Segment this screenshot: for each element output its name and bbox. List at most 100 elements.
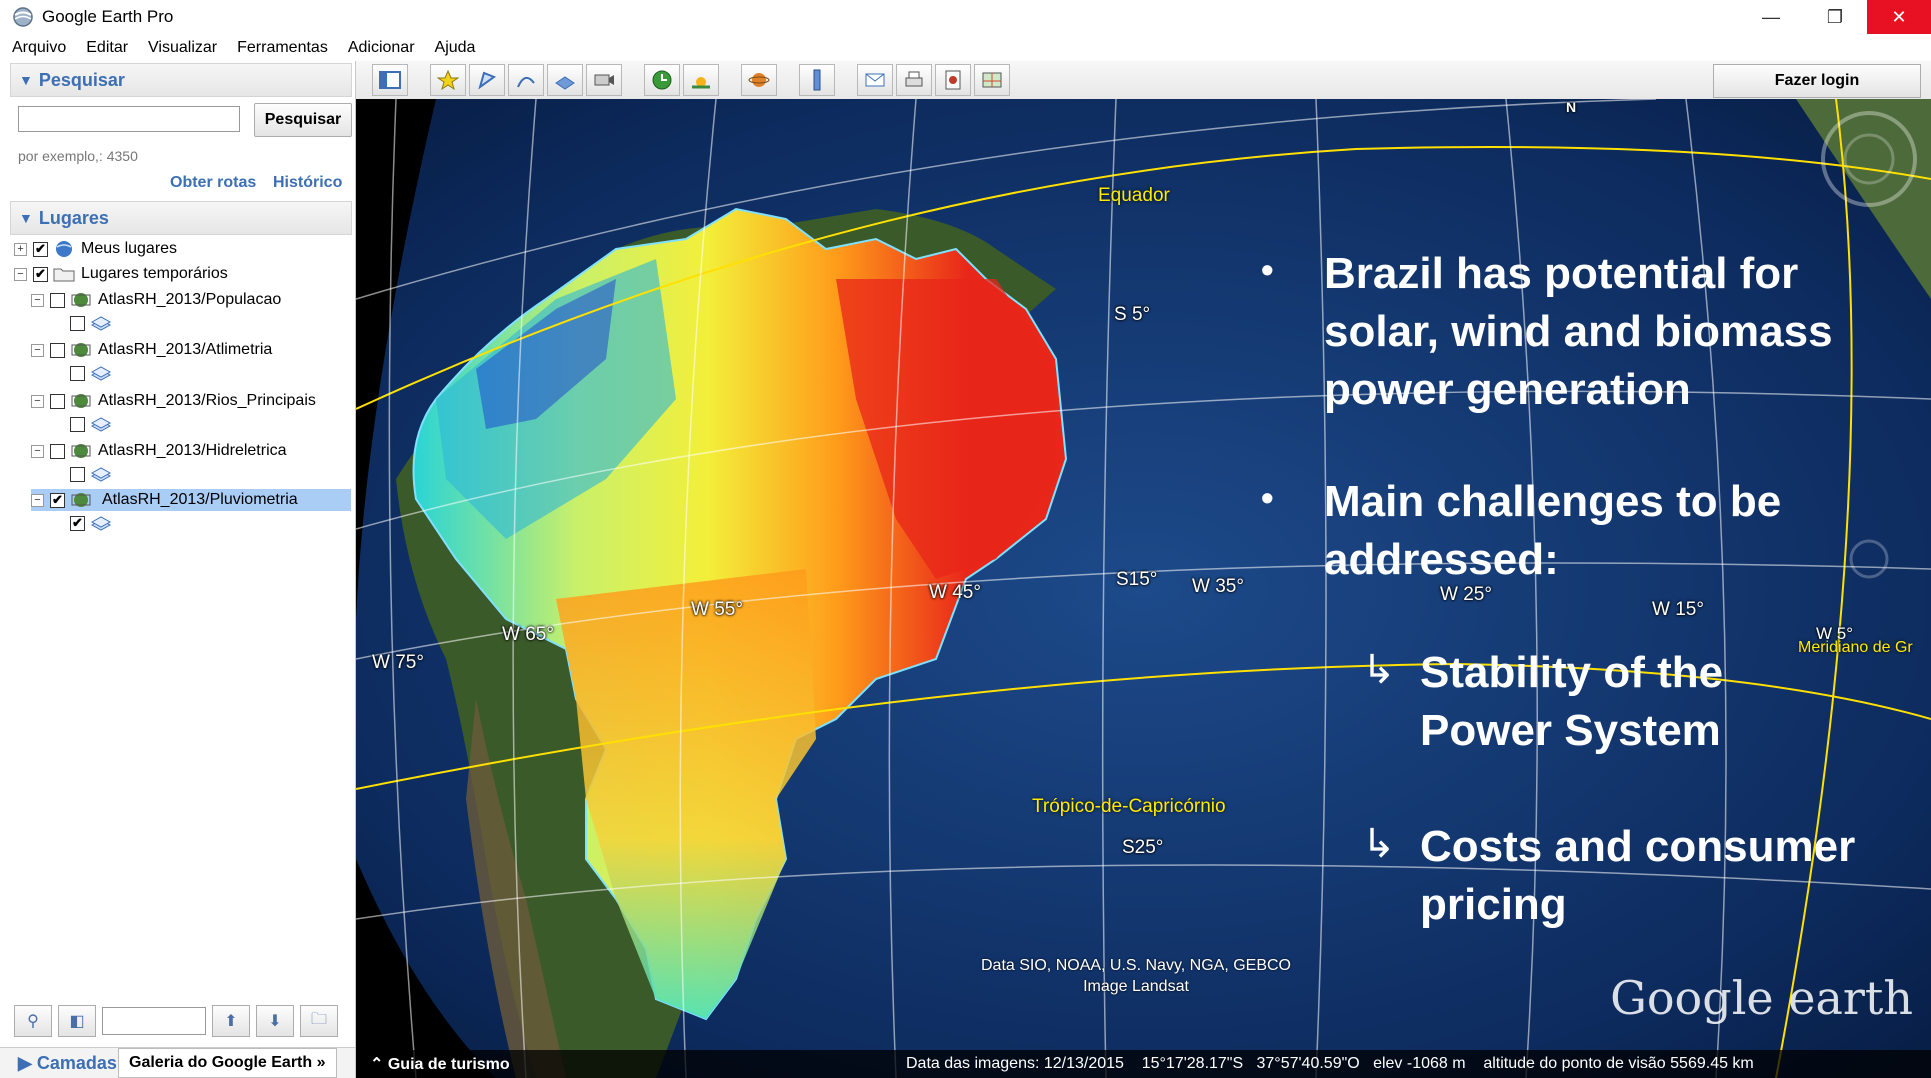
login-button[interactable]: Fazer login	[1713, 64, 1921, 98]
search-button[interactable]: Pesquisar	[254, 103, 352, 137]
tree-item-label: AtlasRH_2013/Hidreletrica	[98, 442, 287, 459]
expand-icon[interactable]: +	[14, 242, 27, 256]
planets-icon[interactable]	[741, 64, 777, 96]
collapse-icon[interactable]: −	[31, 343, 44, 357]
globe-icon	[56, 241, 72, 257]
checkbox[interactable]: ✔	[33, 266, 48, 282]
menu-arquivo[interactable]: Arquivo	[12, 38, 67, 56]
add-path-icon[interactable]	[508, 64, 544, 96]
print-icon[interactable]	[896, 64, 932, 96]
places-panel-header[interactable]: ▼ Lugares	[10, 201, 352, 235]
view-in-maps-icon[interactable]	[974, 64, 1010, 96]
collapse-icon[interactable]: −	[14, 267, 27, 281]
sunlight-icon[interactable]	[683, 64, 719, 96]
checkbox[interactable]	[70, 315, 85, 331]
lat-label-s5: S 5°	[1114, 304, 1151, 325]
folder-open-icon[interactable]: 🗀	[300, 1005, 338, 1037]
record-tour-icon[interactable]	[586, 64, 622, 96]
sidebar-toggle-icon[interactable]	[372, 64, 408, 96]
email-icon[interactable]	[857, 64, 893, 96]
add-placemark-icon[interactable]	[430, 64, 466, 96]
search-panel-header[interactable]: ▼ Pesquisar	[10, 63, 352, 97]
equator-label: Equador	[1098, 185, 1170, 206]
tree-item-atlimetria[interactable]: − AtlasRH_2013/Atlimetria	[31, 339, 272, 361]
menu-adicionar[interactable]: Adicionar	[347, 38, 415, 56]
lon-label-w35: W 35°	[1192, 576, 1244, 597]
google-earth-app-icon	[13, 7, 33, 27]
tree-item-my-places[interactable]: + ✔ Meus lugares	[14, 238, 177, 260]
close-button[interactable]: ✕	[1867, 0, 1931, 34]
tree-subitem-layer[interactable]	[70, 312, 112, 334]
menu-visualizar[interactable]: Visualizar	[148, 38, 218, 56]
search-hint: por exemplo,: 4350	[18, 148, 138, 164]
checkbox[interactable]	[50, 393, 65, 409]
checkbox[interactable]	[70, 416, 85, 432]
tree-item-label: Lugares temporários	[81, 265, 228, 282]
search-input[interactable]	[18, 106, 240, 132]
cursor-latitude: 15°17'28.17"S	[1141, 1055, 1244, 1072]
panel-toggle-icon[interactable]: ◧	[58, 1005, 96, 1037]
tree-item-rios-principais[interactable]: − AtlasRH_2013/Rios_Principais	[31, 390, 316, 412]
add-polygon-icon[interactable]	[469, 64, 505, 96]
compass-north-label[interactable]: N	[1566, 99, 1577, 115]
tab-gallery[interactable]: Galeria do Google Earth »	[118, 1048, 337, 1078]
menu-ajuda[interactable]: Ajuda	[434, 38, 476, 56]
places-filter-input[interactable]	[102, 1007, 206, 1035]
tree-item-populacao[interactable]: − AtlasRH_2013/Populacao	[31, 289, 281, 311]
tree-subitem-layer[interactable]	[70, 362, 112, 384]
map-view[interactable]: N Equador Trópico-de-Capricórnio Meridia…	[356, 99, 1931, 1078]
move-up-icon[interactable]: ⬆	[212, 1005, 250, 1037]
tree-item-label: AtlasRH_2013/Pluviometria	[98, 490, 302, 510]
network-link-icon	[71, 394, 91, 408]
collapse-icon[interactable]: −	[31, 444, 44, 458]
lon-label-w15: W 15°	[1652, 599, 1704, 620]
menu-editar[interactable]: Editar	[86, 38, 129, 56]
imagery-date: Data das imagens: 12/13/2015	[906, 1055, 1124, 1072]
history-link[interactable]: Histórico	[273, 174, 343, 191]
tree-subitem-layer[interactable]	[70, 413, 112, 435]
tree-item-temporary-places[interactable]: − ✔ Lugares temporários	[14, 263, 228, 285]
save-image-icon[interactable]	[935, 64, 971, 96]
sub-bullet-2-text: Costs and consumer pricing	[1420, 822, 1856, 929]
checkbox[interactable]: ✔	[50, 492, 65, 508]
tree-item-pluviometria[interactable]: − ✔ AtlasRH_2013/Pluviometria	[31, 489, 351, 511]
bullet-marker: •	[1261, 249, 1274, 290]
checkbox[interactable]	[50, 443, 65, 459]
checkbox[interactable]: ✔	[70, 515, 85, 531]
lat-label-s25: S25°	[1122, 837, 1164, 858]
ruler-icon[interactable]	[799, 64, 835, 96]
search-header-label: Pesquisar	[38, 69, 125, 90]
menu-bar: Arquivo Editar Visualizar Ferramentas Ad…	[0, 34, 1931, 62]
search-icon[interactable]: ⚲	[14, 1005, 52, 1037]
menu-ferramentas[interactable]: Ferramentas	[237, 38, 328, 56]
layer-icon	[90, 467, 112, 482]
collapse-icon[interactable]: −	[31, 493, 44, 507]
collapse-icon[interactable]: −	[31, 293, 44, 307]
tree-subitem-layer[interactable]	[70, 463, 112, 485]
cursor-elevation: elev -1068 m	[1373, 1055, 1466, 1072]
checkbox[interactable]	[50, 342, 65, 358]
status-readout: Data das imagens: 12/13/2015 15°17'28.17…	[906, 1055, 1754, 1073]
get-directions-link[interactable]: Obter rotas	[170, 174, 257, 191]
network-link-icon	[71, 293, 91, 307]
checkbox[interactable]	[70, 466, 85, 482]
tab-layers[interactable]: ▶ Camadas	[18, 1052, 117, 1073]
tree-subitem-layer[interactable]: ✔	[70, 512, 112, 534]
tour-guide-button[interactable]: ⌃ Guia de turismo	[370, 1056, 510, 1073]
sub-bullet-arrow-icon: ↳	[1362, 648, 1396, 692]
collapse-icon[interactable]: −	[31, 394, 44, 408]
sub-bullet-1-text: Stability of the Power System	[1420, 648, 1724, 755]
lon-label-w45: W 45°	[929, 582, 981, 603]
checkbox[interactable]: ✔	[33, 241, 48, 257]
add-image-overlay-icon[interactable]	[547, 64, 583, 96]
minimize-button[interactable]: —	[1762, 6, 1780, 27]
checkbox[interactable]	[50, 292, 65, 308]
layer-icon	[90, 366, 112, 381]
checkbox[interactable]	[70, 365, 85, 381]
move-down-icon[interactable]: ⬇	[256, 1005, 294, 1037]
lon-label-w55: W 55°	[691, 599, 743, 620]
tree-item-hidreletrica[interactable]: − AtlasRH_2013/Hidreletrica	[31, 440, 287, 462]
restore-button[interactable]: ❐	[1826, 6, 1844, 27]
historical-imagery-icon[interactable]	[644, 64, 680, 96]
cursor-longitude: 37°57'40.59"O	[1256, 1055, 1360, 1072]
